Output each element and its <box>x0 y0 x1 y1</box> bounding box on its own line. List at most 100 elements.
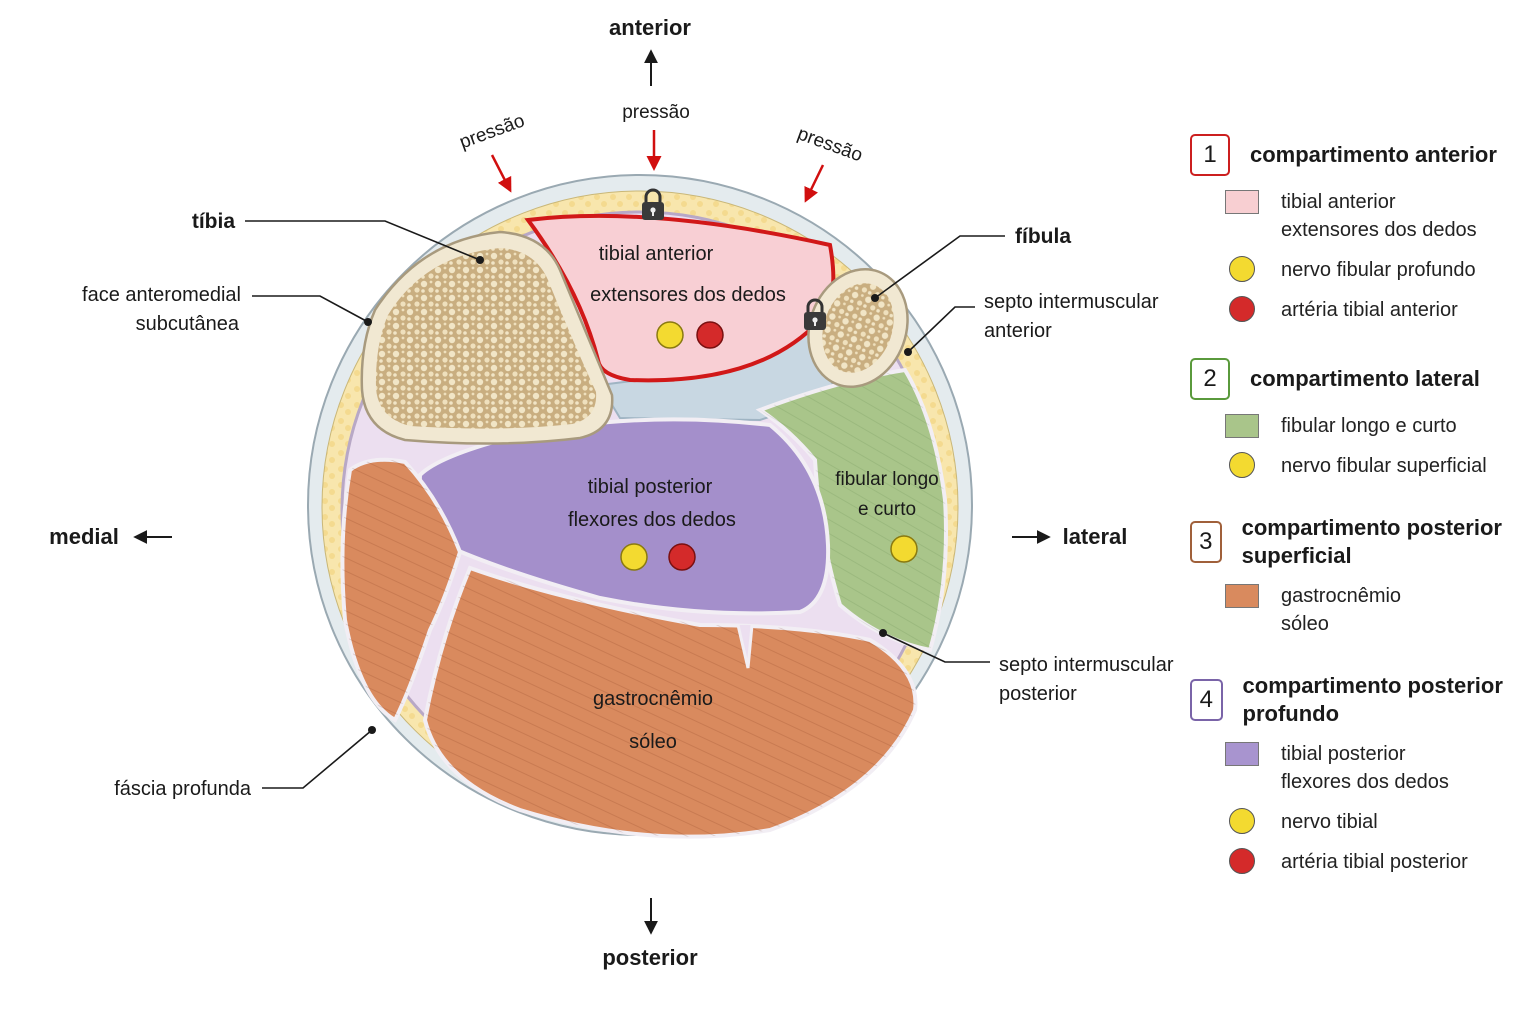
pressure-arrow-right <box>804 164 825 203</box>
fascia-leader-dot <box>368 726 376 734</box>
legend-item-text: nervo tibial <box>1281 808 1378 836</box>
legend-item: nervo fibular profundo <box>1225 256 1530 284</box>
septo-anterior-leader <box>907 306 975 353</box>
pressure-label-center: pressão <box>622 102 690 123</box>
superficial-posterior-texture <box>425 568 916 837</box>
septo-posterior-label-2: posterior <box>999 683 1077 705</box>
fascia-leader <box>262 729 373 789</box>
superficial-fibular-nerve <box>890 535 918 563</box>
legend-item: nervo fibular superficial <box>1225 452 1530 480</box>
anterior-compartment <box>524 213 836 383</box>
legend-group-title: compartimento posterior superficial <box>1241 515 1502 568</box>
legend-item-text: nervo fibular superficial <box>1281 452 1487 480</box>
face-anteromedial-label-1: face anteromedial <box>82 284 241 306</box>
legend-item: nervo tibial <box>1225 808 1530 836</box>
septo-posterior-leader <box>882 632 990 663</box>
legend-item-line: sóleo <box>1281 613 1329 635</box>
superficial-compartment-label-2: sóleo <box>629 731 677 753</box>
legend-color-swatch <box>1225 190 1259 214</box>
artery-marker-icon <box>1229 848 1255 874</box>
legend-group-4: 4 compartimento posterior profundo tibial … <box>1190 672 1530 876</box>
legend-color-swatch <box>1225 584 1259 608</box>
legend-item-line: flexores dos dedos <box>1281 771 1449 793</box>
pressure-label-right: pressão <box>795 123 866 166</box>
lateral-compartment-texture <box>760 370 946 650</box>
septum-notch <box>736 624 754 669</box>
legend-group-header: 4 compartimento posterior profundo <box>1190 672 1530 728</box>
artery-marker-icon <box>1229 296 1255 322</box>
septo-posterior-leader-dot <box>879 629 887 637</box>
legend-item-line: tibial anterior <box>1281 191 1396 213</box>
fibula-cancellous <box>822 283 894 373</box>
legend-item-line: nervo fibular profundo <box>1281 259 1476 281</box>
legend-group-title: compartimento posterior profundo <box>1242 673 1503 726</box>
anterior-label: anterior <box>609 15 691 40</box>
nerve-marker-icon <box>1229 256 1255 282</box>
legend-item-line: fibular longo e curto <box>1281 415 1457 437</box>
septo-anterior-label-1: septo intermuscular <box>984 291 1159 313</box>
legend-item: gastrocnêmio sóleo <box>1225 582 1530 638</box>
nerve-marker-icon <box>1229 808 1255 834</box>
lateral-compartment-label-1: fibular longo <box>835 469 939 490</box>
septo-anterior-label-2: anterior <box>984 320 1052 342</box>
legend-item-line: artéria tibial posterior <box>1281 851 1468 873</box>
tibia-leader-dot <box>476 256 484 264</box>
anterior-tibial-artery <box>696 321 724 349</box>
legend-item: tibial posterior flexores dos dedos <box>1225 740 1530 796</box>
fibula-label: fíbula <box>1015 225 1071 248</box>
legend-number-badge: 4 <box>1190 679 1223 721</box>
deep-fibular-nerve <box>656 321 684 349</box>
septo-posterior-label-1: septo intermuscular <box>999 654 1174 676</box>
lateral-label: lateral <box>1063 524 1128 549</box>
tibia-label: tíbia <box>192 210 235 233</box>
deep-compartment-label-1: tibial posterior <box>588 476 713 498</box>
legend-item-line: tibial posterior <box>1281 743 1406 765</box>
tibia-cancellous <box>375 248 597 429</box>
legend-item-text: tibial posterior flexores dos dedos <box>1281 740 1449 796</box>
pressure-label-left: pressão <box>457 110 528 153</box>
face-anteromedial-label-2: subcutânea <box>136 313 240 335</box>
legend-item-text: nervo fibular profundo <box>1281 256 1476 284</box>
legend-item: artéria tibial anterior <box>1225 296 1530 324</box>
legend-item-line: artéria tibial anterior <box>1281 299 1458 321</box>
fibula-leader-dot <box>871 294 879 302</box>
legend-item: fibular longo e curto <box>1225 412 1530 440</box>
legend-color-swatch <box>1225 414 1259 438</box>
medial-label: medial <box>49 524 119 549</box>
legend-item-line: gastrocnêmio <box>1281 585 1402 607</box>
legend-number-badge: 1 <box>1190 134 1230 176</box>
pressure-arrow-left <box>490 154 512 193</box>
posterior-tibial-artery <box>668 543 696 571</box>
legend-item-text: gastrocnêmio sóleo <box>1281 582 1401 638</box>
tibial-nerve <box>620 543 648 571</box>
legend-group-title: compartimento lateral <box>1250 366 1480 391</box>
legend-group-3: 3 compartimento posterior superficial gast… <box>1190 514 1530 638</box>
legend-item-text: fibular longo e curto <box>1281 412 1457 440</box>
legend-item-line: nervo fibular superficial <box>1281 455 1487 477</box>
legend-number-badge: 3 <box>1190 521 1222 563</box>
lock-icon <box>642 188 664 220</box>
leader-lines <box>245 220 1005 789</box>
fibula-leader <box>874 235 1005 299</box>
legend-item: artéria tibial posterior <box>1225 848 1530 876</box>
legend-group-header: 3 compartimento posterior superficial <box>1190 514 1530 570</box>
legend-group-title: compartimento anterior <box>1250 142 1497 167</box>
legend-item-text: artéria tibial anterior <box>1281 296 1458 324</box>
face-anteromedial-leader <box>252 295 369 323</box>
legend-item-line: nervo tibial <box>1281 811 1378 833</box>
nerve-marker-icon <box>1229 452 1255 478</box>
posterior-label: posterior <box>602 945 698 970</box>
fascia-label: fáscia profunda <box>114 778 252 800</box>
legend-group-header: 1 compartimento anterior <box>1190 134 1530 176</box>
lateral-compartment-label-2: e curto <box>858 499 916 520</box>
anterior-compartment-label-1: tibial anterior <box>599 243 714 265</box>
legend-item-text: artéria tibial posterior <box>1281 848 1468 876</box>
anterior-compartment-label-2: extensores dos dedos <box>590 284 786 306</box>
